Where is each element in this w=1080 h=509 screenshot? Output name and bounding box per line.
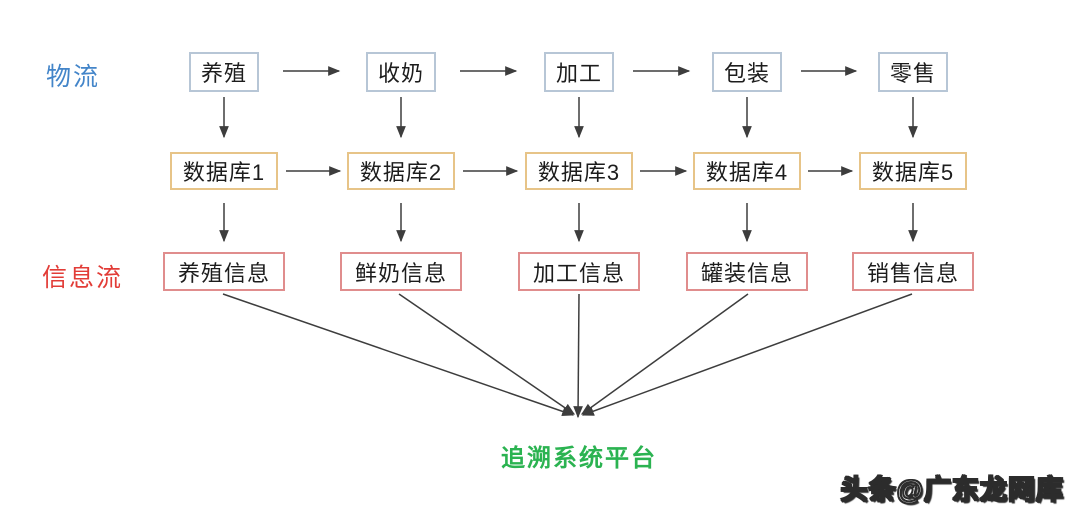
logistics-row-label: 物流 (46, 63, 101, 91)
arrow-info4-to-platform (580, 293, 749, 415)
arrow-info2-to-platform (398, 293, 576, 415)
database-box-5: 数据库5 (859, 152, 967, 190)
logistics-step-box-milk-collection: 收奶 (366, 52, 436, 92)
watermark: 头条@广东龙网库 (840, 474, 1064, 506)
information-box-processing: 加工信息 (518, 252, 640, 291)
logistics-step-box-packaging: 包装 (712, 52, 782, 92)
logistics-step-box-retail: 零售 (878, 52, 948, 92)
information-box-breeding: 养殖信息 (163, 252, 285, 291)
logistics-to-database-arrows (219, 97, 918, 139)
information-row-label: 信息流 (42, 264, 124, 292)
database-box-2: 数据库2 (347, 152, 455, 190)
platform-title: 追溯系统平台 (501, 445, 657, 472)
arrow-info5-to-platform (581, 293, 913, 416)
arrow-info1-to-platform (222, 293, 575, 417)
information-to-platform-arrows (222, 293, 913, 419)
information-box-canning: 罐装信息 (686, 252, 808, 291)
information-box-sales: 销售信息 (852, 252, 974, 291)
arrow-info3-to-platform (573, 293, 583, 419)
database-to-information-arrows (219, 203, 918, 243)
database-box-1: 数据库1 (170, 152, 278, 190)
database-box-4: 数据库4 (693, 152, 801, 190)
logistics-step-box-processing: 加工 (544, 52, 614, 92)
information-box-fresh-milk: 鲜奶信息 (340, 252, 462, 291)
logistics-step-box-breeding: 养殖 (189, 52, 259, 92)
database-box-3: 数据库3 (525, 152, 633, 190)
